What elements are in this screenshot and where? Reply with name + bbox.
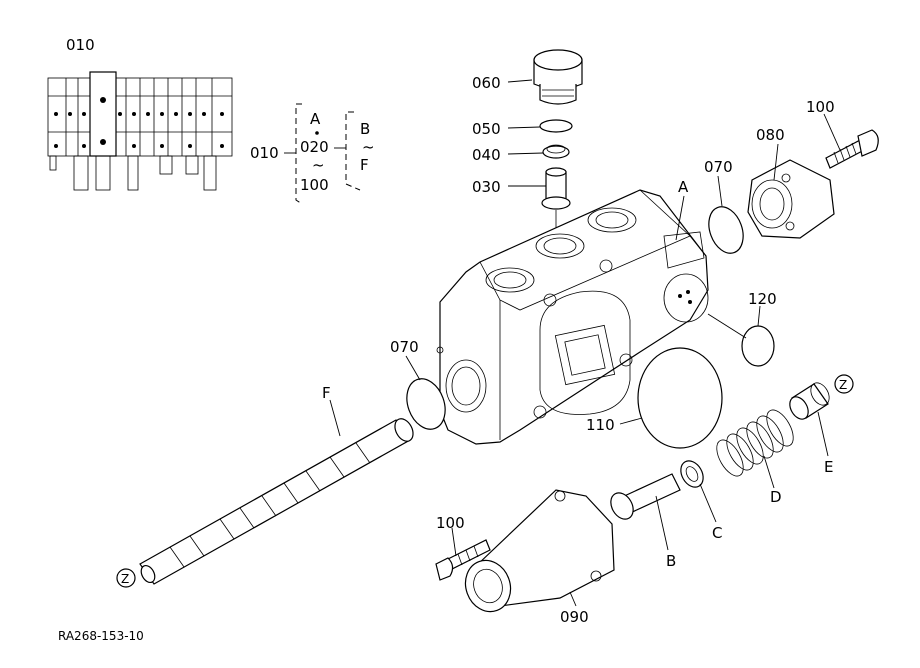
callout-c: C — [712, 524, 722, 542]
callout-070-top: 070 — [704, 158, 733, 176]
callout-040: 040 — [472, 146, 501, 164]
ring-040 — [542, 144, 570, 159]
washer-c — [680, 460, 704, 488]
pin-b — [610, 473, 681, 520]
callout-z-right: Z — [839, 378, 847, 392]
callout-b: B — [666, 552, 676, 570]
callout-z-left: Z — [121, 572, 129, 586]
footer-drawing-code: RA268-153-10 — [58, 629, 144, 643]
assembly-col-mid: 020 — [300, 138, 329, 156]
spool-030 — [541, 167, 571, 210]
callout-a-top: A — [678, 178, 689, 196]
callout-080: 080 — [756, 126, 785, 144]
cover-090 — [464, 489, 615, 613]
callout-labels: 060 050 040 030 A 070 080 100 120 070 F … — [116, 74, 854, 626]
callout-030: 030 — [472, 178, 501, 196]
assembly-col-top: A — [310, 110, 321, 128]
callout-e: E — [824, 458, 833, 476]
spring-d — [716, 409, 794, 477]
valve-stack-thumbnail: 010 — [47, 36, 233, 191]
oring-070-top — [708, 206, 744, 254]
assembly-col-tilde: ~ — [312, 156, 325, 174]
callout-d: D — [770, 488, 782, 506]
oring-110 — [637, 347, 723, 449]
assembly-col-bottom: 100 — [300, 176, 329, 194]
bolt-100-top — [825, 129, 879, 169]
oring-050 — [539, 119, 573, 133]
assembly-main-number: 010 — [250, 144, 279, 162]
callout-120: 120 — [748, 290, 777, 308]
cover-080 — [747, 159, 835, 239]
thumb-label: 010 — [66, 36, 95, 54]
cap-e — [789, 382, 830, 420]
assembly-callout-group: 010 A 020 ~ 100 B ~ F — [250, 103, 375, 205]
callout-050: 050 — [472, 120, 501, 138]
leader-lines — [329, 79, 841, 607]
callout-100-top: 100 — [806, 98, 835, 116]
assembly-right-top: B — [360, 120, 370, 138]
callout-100-bottom: 100 — [436, 514, 465, 532]
spool-f — [139, 418, 414, 585]
callout-090: 090 — [560, 608, 589, 626]
oring-120 — [741, 325, 775, 367]
assembly-right-bottom: F — [360, 156, 369, 174]
bolt-100-bottom — [435, 539, 491, 581]
callout-110: 110 — [586, 416, 615, 434]
plug-060 — [533, 49, 583, 105]
oring-070-left — [406, 378, 446, 430]
assembly-right-tilde: ~ — [362, 138, 375, 156]
callout-f: F — [322, 384, 331, 402]
callout-070-left: 070 — [390, 338, 419, 356]
valve-body — [436, 189, 709, 445]
callout-060: 060 — [472, 74, 501, 92]
